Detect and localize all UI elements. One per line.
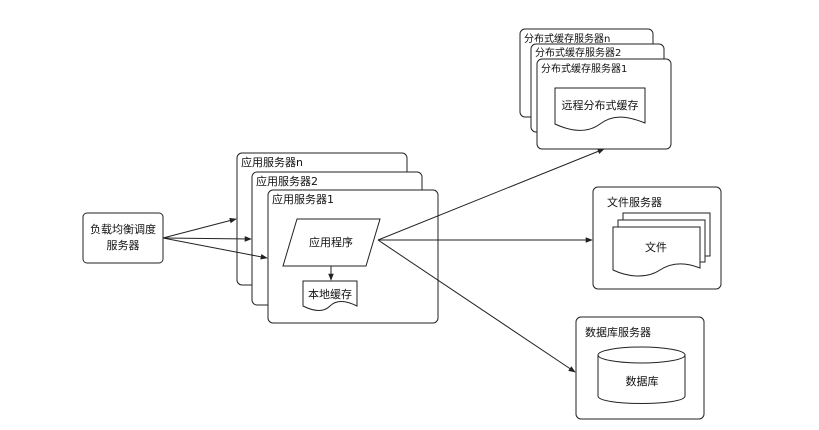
load-balancer-box: [82, 212, 164, 264]
local-cache-label: 本地缓存: [308, 287, 352, 301]
file-server-title: 文件服务器: [607, 195, 662, 209]
lb-to-app-server-n-arrow: [162, 217, 237, 239]
app-server-2-title: 应用服务器2: [256, 174, 318, 188]
load-balancer-node: 负载均衡调度 服务器: [82, 212, 164, 264]
distributed-cache-stack: 分布式缓存服务器n 分布式缓存服务器2 分布式缓存服务器1 远程分布式缓存: [519, 28, 672, 150]
app-program-label: 应用程序: [309, 235, 353, 249]
app-program-shape: [282, 218, 381, 267]
lb-to-app-server-2-arrow: [162, 236, 252, 242]
load-balancer-label-line1: 负载均衡调度: [90, 222, 156, 236]
database-cylinder-top: [597, 346, 686, 364]
database-server-title: 数据库服务器: [585, 325, 651, 339]
file-doc-front-shape: [612, 226, 701, 277]
database-server-node: 数据库服务器 数据库: [575, 316, 705, 420]
cache-server-1-title: 分布式缓存服务器1: [541, 62, 627, 75]
app-to-distributed-cache-arrow: [377, 148, 605, 241]
lb-to-app-server-1-arrow: [162, 237, 268, 260]
app-to-database-arrow: [377, 239, 576, 373]
remote-cache-label: 远程分布式缓存: [562, 98, 639, 112]
app-server-stack: 应用服务器n 应用服务器2 应用服务器1 应用程序 本地缓存: [236, 152, 439, 324]
file-server-node: 文件服务器 文件: [592, 186, 722, 290]
database-label: 数据库: [626, 374, 659, 388]
app-server-n-title: 应用服务器n: [241, 155, 303, 169]
app-server-1-title: 应用服务器1: [272, 192, 334, 206]
file-label: 文件: [645, 240, 667, 254]
database-cylinder-body: [597, 355, 686, 404]
remote-cache-shape: [554, 87, 646, 131]
load-balancer-label-line2: 服务器: [107, 239, 140, 252]
cache-server-2-title: 分布式缓存服务器2: [535, 46, 621, 59]
cache-server-n-title: 分布式缓存服务器n: [524, 32, 610, 45]
local-cache-shape: [302, 280, 358, 311]
